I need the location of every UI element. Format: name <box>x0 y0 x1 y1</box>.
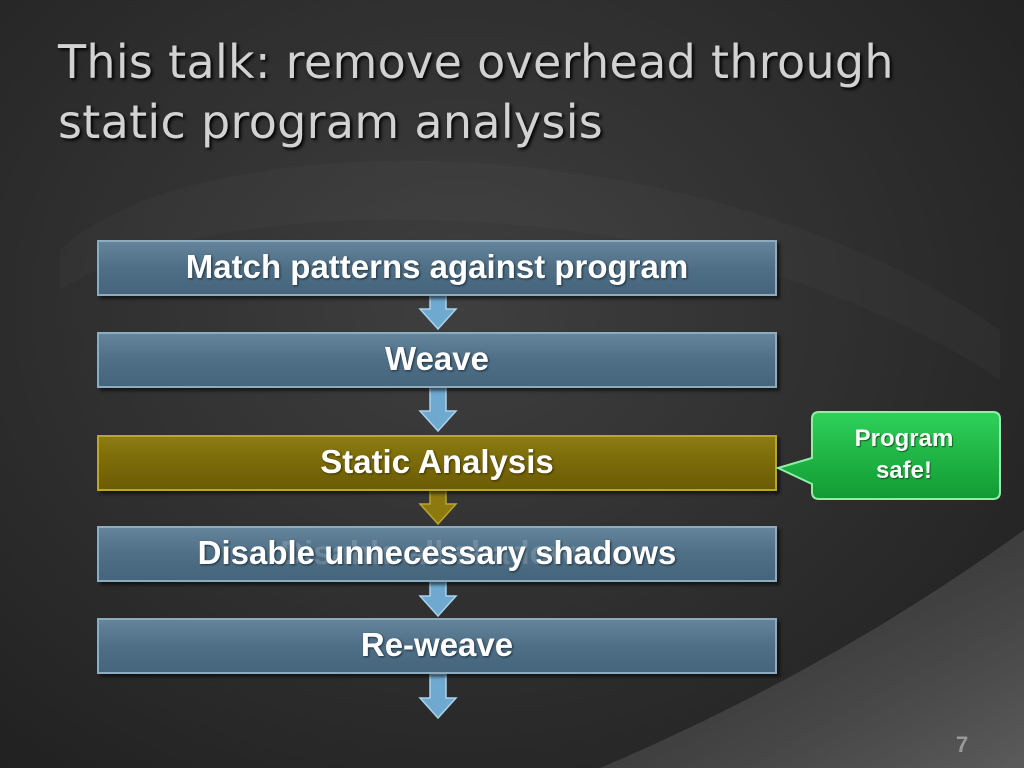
step-match-patterns: Match patterns against program <box>97 240 777 296</box>
step-disable-shadows: Disable all shadows Disable unnecessary … <box>97 526 777 582</box>
step-label: Weave <box>385 340 489 377</box>
callout-line-2: safe! <box>875 457 933 484</box>
slide-title: This talk: remove overhead through stati… <box>58 35 894 149</box>
step-label: Re-weave <box>360 626 514 663</box>
step-label: Static Analysis <box>320 443 554 480</box>
callout-bubble <box>775 411 1001 500</box>
step-static-analysis: Static Analysis <box>97 435 777 491</box>
flow-arrow-2-icon <box>418 387 458 433</box>
step-weave: Weave <box>97 332 777 388</box>
ghost-step-label: Disable all shadows <box>280 534 594 571</box>
page-number: 7 <box>956 732 969 757</box>
step-re-weave: Re-weave <box>97 618 777 674</box>
callout-line-1: Program <box>854 425 954 452</box>
step-label: Match patterns against program <box>185 248 689 285</box>
step-label: Disable unnecessary shadows <box>197 534 677 571</box>
callout-text: Program safe! <box>810 423 998 487</box>
flow-arrow-5-icon <box>418 674 458 720</box>
